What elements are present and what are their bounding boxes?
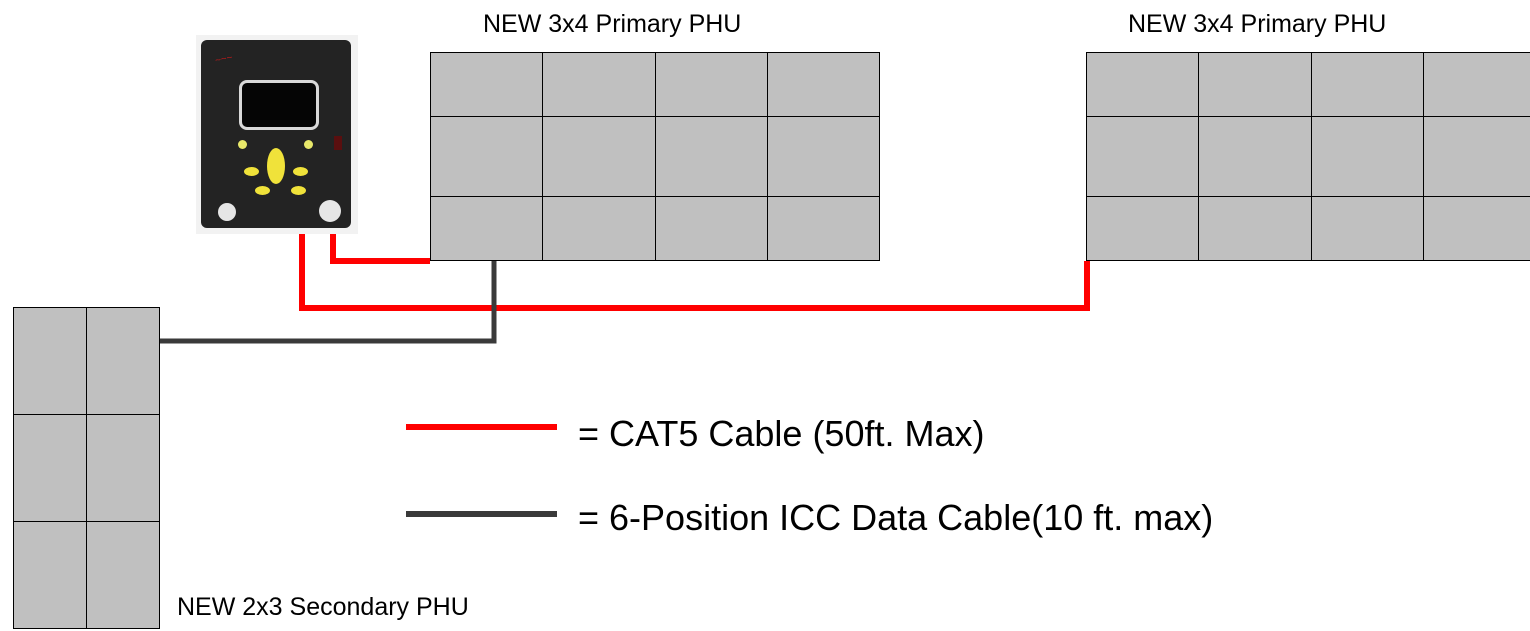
primary-phu-2-label: NEW 3x4 Primary PHU [1128,10,1387,38]
phu-cell [1423,117,1530,196]
controller-button-2 [293,167,308,176]
controller-logo: ~~~ [214,52,234,67]
phu-cell [1087,117,1199,196]
phu-cell [87,308,159,414]
secondary-phu [13,307,160,629]
phu-cell [767,197,879,260]
phu-cell [1311,53,1423,116]
controller-arrow-button [267,148,285,184]
phu-cell [543,197,655,260]
phu-cell [1423,197,1530,260]
phu-cell [543,117,655,196]
primary-phu-2 [1086,52,1530,261]
controller-badge-right [319,200,341,222]
phu-cell [1199,197,1311,260]
controller-led-left [238,140,247,149]
phu-cell [14,308,86,414]
phu-cell [1311,117,1423,196]
phu-cell [14,415,86,521]
controller-indicator [334,136,342,150]
phu-cell [431,197,543,260]
controller-led-right [304,140,313,149]
phu-cell [431,53,543,116]
phu-cell [655,197,767,260]
controller-screen [239,80,319,130]
legend-cat5-text: = CAT5 Cable (50ft. Max) [578,413,985,454]
icc-cable-to-secondary [160,261,497,344]
primary-phu-1-label: NEW 3x4 Primary PHU [483,10,742,38]
phu-cell [1199,53,1311,116]
phu-cell [767,117,879,196]
phu-cell [767,53,879,116]
controller-device-icon: ~~~ [196,35,358,234]
primary-phu-1 [430,52,880,261]
phu-cell [655,53,767,116]
phu-cell [1087,53,1199,116]
phu-cell [14,522,86,628]
controller-button-3 [255,186,270,195]
phu-cell [87,522,159,628]
phu-cell [1311,197,1423,260]
phu-cell [1087,197,1199,260]
secondary-phu-label: NEW 2x3 Secondary PHU [177,593,469,621]
phu-cell [655,117,767,196]
controller-body: ~~~ [201,40,351,228]
controller-badge-left [218,203,236,221]
phu-cell [431,117,543,196]
controller-button-1 [244,167,259,176]
cat5-cable-to-primary-2 [299,234,1090,311]
controller-button-4 [291,186,306,195]
phu-cell [1199,117,1311,196]
phu-cell [87,415,159,521]
legend-icc-text: = 6-Position ICC Data Cable(10 ft. max) [578,497,1214,538]
phu-cell [1423,53,1530,116]
cat5-cable-to-primary-1 [330,234,430,264]
phu-cell [543,53,655,116]
